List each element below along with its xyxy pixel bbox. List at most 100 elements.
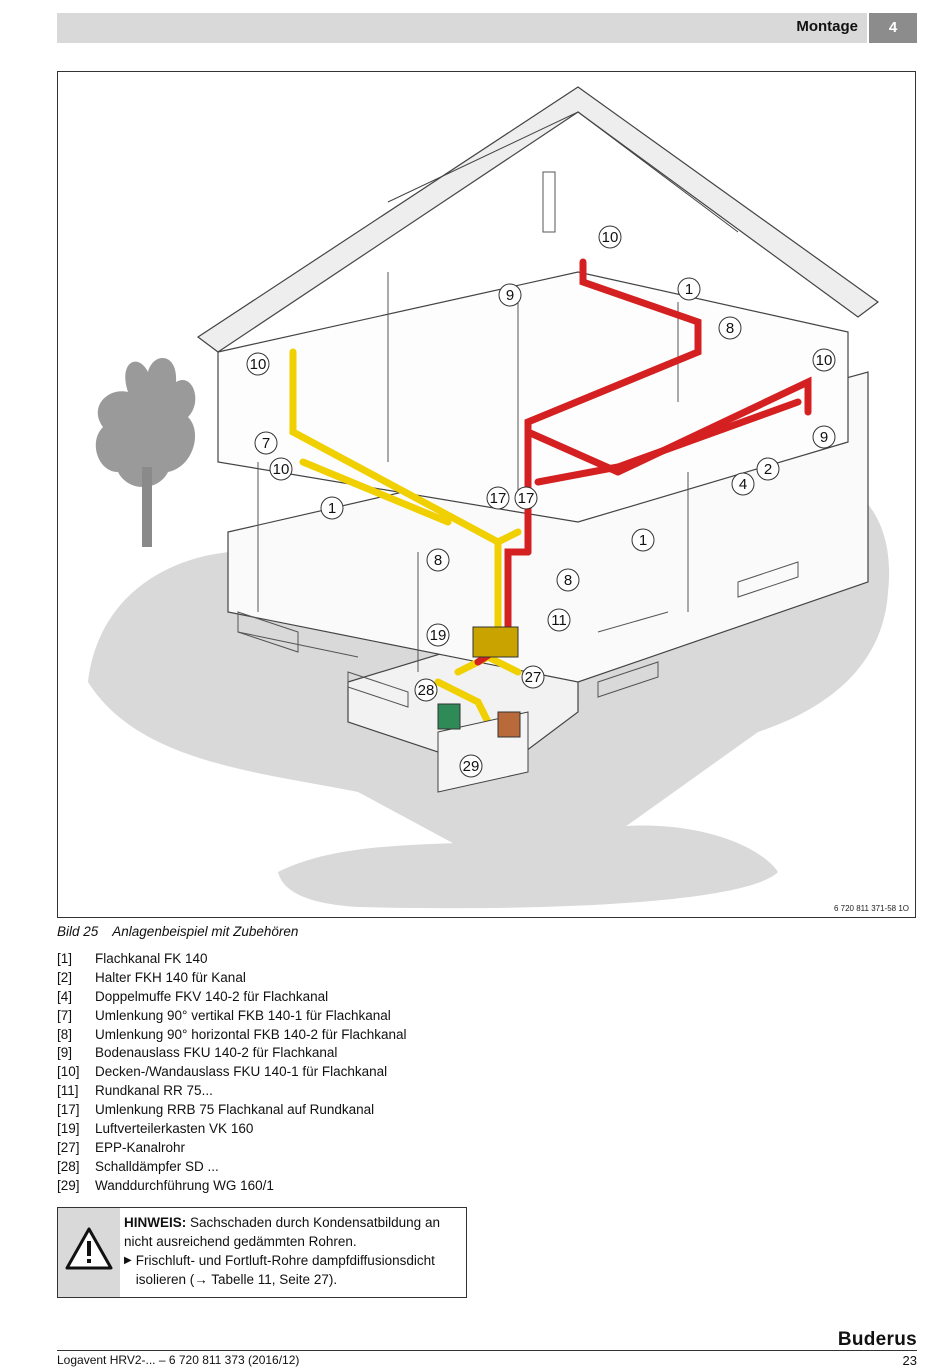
legend-item: [17]Umlenkung RRB 75 Flachkanal auf Rund…	[57, 1101, 407, 1120]
legend-number: [19]	[57, 1121, 80, 1137]
callout-28	[414, 678, 438, 702]
chapter-number: 4	[869, 13, 917, 43]
callout-label: 4	[739, 476, 747, 493]
callout-1-right	[631, 528, 655, 552]
legend-text: Umlenkung 90° horizontal FKB 140-2 für F…	[95, 1026, 407, 1042]
callout-label: 17	[490, 490, 507, 507]
callout-label: 1	[639, 532, 647, 549]
callout-17-b	[514, 486, 538, 510]
callout-label: 10	[273, 461, 290, 478]
callout-10-top	[598, 225, 622, 249]
section-title: Montage	[796, 18, 858, 35]
callout-9-right	[812, 425, 836, 449]
callout-label: 10	[816, 352, 833, 369]
callout-label: 11	[551, 612, 567, 629]
notice-body: Sachschaden durch Kondensatbildung an ni…	[124, 1215, 440, 1249]
footer-rule	[57, 1350, 917, 1351]
page-number: 23	[902, 1353, 917, 1368]
installation-figure: 10 9 1 8 10 9 2 4 1 8 17 17 11 27 19 28 …	[57, 71, 916, 918]
legend-item: [8]Umlenkung 90° horizontal FKB 140-2 fü…	[57, 1026, 407, 1045]
legend-item: [10]Decken-/Wandauslass FKU 140-1 für Fl…	[57, 1063, 407, 1082]
callout-10-mid	[269, 457, 293, 481]
supply-ducts	[289, 348, 522, 726]
callouts	[246, 225, 836, 778]
caption-text: Anlagenbeispiel mit Zubehören	[112, 924, 299, 939]
notice-action: ▶ Frischluft- und Fortluft-Rohre dampfdi…	[124, 1251, 464, 1289]
callout-9-top	[498, 283, 522, 307]
legend-text: Halter FKH 140 für Kanal	[95, 969, 246, 985]
legend-item: [28] Schalldämpfer SD ...	[57, 1158, 407, 1177]
legend-number: [7]	[57, 1007, 73, 1023]
footer-document: Logavent HRV2-... – 6 720 811 373 (2016/…	[57, 1353, 300, 1367]
roof	[196, 86, 880, 353]
callout-1-left	[320, 496, 344, 520]
callout-1-top	[677, 277, 701, 301]
callout-label: 2	[764, 461, 772, 478]
legend-text: Schalldämpfer SD ...	[95, 1158, 219, 1174]
legend-number: [4]	[57, 988, 73, 1004]
extract-ducts	[474, 258, 812, 666]
callout-10-left	[246, 352, 270, 376]
callout-label: 8	[726, 320, 734, 337]
callout-2	[756, 457, 780, 481]
legend-text: Wanddurchführung WG 160/1	[95, 1177, 274, 1193]
callout-19	[426, 623, 450, 647]
legend-item: [19]Luftverteilerkasten VK 160	[57, 1120, 407, 1139]
legend-item: [29]Wanddurchführung WG 160/1	[57, 1177, 407, 1196]
legend-number: [17]	[57, 1102, 80, 1118]
callout-17-a	[486, 486, 510, 510]
bullet-arrow-icon: ▶	[124, 1255, 132, 1266]
tree	[95, 358, 196, 547]
callout-label: 28	[418, 682, 435, 699]
legend-item: [1] Flachkanal FK 140	[57, 950, 407, 969]
notice-box: HINWEIS: Sachschaden durch Kondensatbild…	[57, 1207, 467, 1298]
callout-8-left	[426, 548, 450, 572]
callout-labels: 10 9 1 8 10 9 2 4 1 8 17 17 11 27 19 28 …	[250, 229, 833, 775]
callout-label: 9	[506, 287, 514, 304]
callout-label: 10	[250, 356, 267, 373]
caption-number: Bild 25	[57, 924, 99, 939]
legend-number: [28]	[57, 1158, 80, 1174]
legend-text: Flachkanal FK 140	[95, 951, 208, 966]
upper-floor	[217, 271, 849, 523]
callout-label: 10	[602, 229, 619, 246]
legend-item: [2]Halter FKH 140 für Kanal	[57, 969, 407, 988]
legend-number: [11]	[57, 1083, 79, 1099]
callout-8-mid	[556, 568, 580, 592]
house-illustration: 10 9 1 8 10 9 2 4 1 8 17 17 11 27 19 28 …	[88, 86, 890, 909]
legend-item: [7] Umlenkung 90° vertikal FKB 140-1 für …	[57, 1007, 407, 1026]
callout-label: 9	[820, 429, 828, 446]
callout-29	[459, 754, 483, 778]
callout-label: 8	[434, 552, 442, 569]
legend-text: EPP-Kanalrohr	[95, 1139, 186, 1155]
legend-item: [4] Doppelmuffe FKV 140-2 für Flachkanal	[57, 988, 407, 1007]
callout-7	[254, 431, 278, 455]
legend-number: [1]	[57, 951, 73, 966]
legend-text: Doppelmuffe FKV 140-2 für Flachkanal	[95, 988, 329, 1004]
legend-text: Decken-/Wandauslass FKU 140-1 für Flachk…	[95, 1064, 388, 1080]
notice-message: HINWEIS: Sachschaden durch Kondensatbild…	[124, 1213, 464, 1251]
callout-label: 1	[328, 500, 336, 517]
figure-code: 6 720 811 371-58 1O	[833, 904, 909, 913]
windows	[237, 171, 799, 708]
distribution-box	[472, 626, 519, 658]
warning-icon	[65, 1227, 113, 1270]
callout-4	[731, 472, 755, 496]
callout-label: 17	[518, 490, 535, 507]
callout-label: 27	[525, 669, 542, 686]
callout-label: 1	[685, 281, 693, 298]
callout-label: 8	[564, 572, 572, 589]
legend-item: [27]EPP-Kanalrohr	[57, 1139, 407, 1158]
callout-10-right	[812, 348, 836, 372]
legend-item: [9]Bodenauslass FKU 140-2 für Flachkanal	[57, 1044, 407, 1063]
callout-11	[547, 608, 571, 632]
legend-item: [11] Rundkanal RR 75...	[57, 1082, 407, 1101]
legend-text: Rundkanal RR 75...	[95, 1083, 213, 1099]
legend-text: Bodenauslass FKU 140-2 für Flachkanal	[95, 1045, 338, 1061]
callout-27	[521, 665, 545, 689]
callout-8-top	[718, 316, 742, 340]
roof-inner	[387, 111, 739, 233]
warning-icon-panel	[58, 1208, 120, 1297]
legend-text: Umlenkung 90° vertikal FKB 140-1 für Fla…	[95, 1007, 391, 1023]
brand-logo: Buderus	[837, 1329, 917, 1350]
